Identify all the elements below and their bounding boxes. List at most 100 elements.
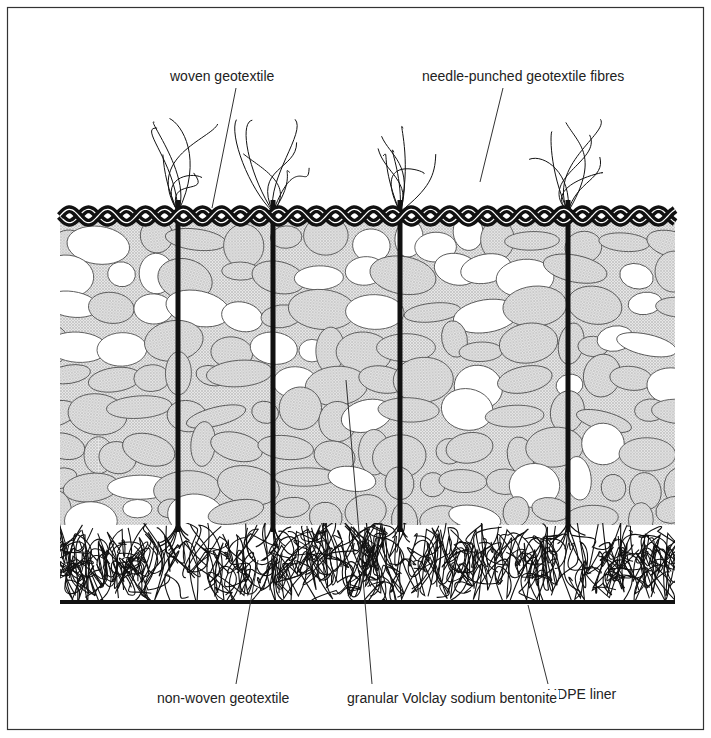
fibre-tuft — [272, 119, 297, 212]
bentonite-granule — [164, 225, 227, 253]
bentonite-granule — [206, 495, 266, 525]
bentonite-granule — [342, 491, 389, 525]
nonwoven-fibre — [86, 541, 117, 595]
bentonite-granule — [459, 341, 503, 362]
bentonite-granule — [444, 429, 495, 466]
needle-fibre — [398, 200, 403, 532]
part-label: granular Volclay sodium bentonite — [345, 690, 559, 707]
part-label: needle-punched geotextile fibres — [420, 68, 626, 85]
fibre-tuft — [152, 128, 178, 212]
nonwoven-fibre — [595, 542, 624, 593]
fibre-tuft — [392, 150, 400, 212]
bentonite-granule — [345, 294, 405, 331]
leader-lines — [212, 88, 548, 684]
fibre-root — [159, 522, 178, 546]
nonwoven-fibre — [144, 528, 176, 601]
bentonite-granule — [184, 400, 248, 433]
leader-line — [528, 605, 548, 684]
woven-band — [60, 209, 675, 222]
nonwoven-fibre — [267, 542, 310, 601]
fibre-tuft — [163, 155, 178, 212]
leader-line — [480, 88, 503, 182]
frame — [8, 8, 704, 730]
bentonite-granule — [326, 463, 377, 495]
leader-line — [212, 88, 236, 208]
fibre-root — [178, 522, 189, 541]
bentonite-granule — [651, 397, 675, 425]
fibre-root — [400, 522, 408, 537]
bentonite-granule — [495, 361, 554, 397]
woven-strand — [60, 209, 675, 222]
nonwoven-fibre — [609, 538, 633, 566]
bentonite-granule — [653, 493, 675, 525]
fibre-tuft — [563, 119, 601, 212]
bentonite-granule — [566, 505, 619, 525]
fibre-tuft — [235, 120, 273, 212]
bentonite-granule — [565, 282, 625, 329]
bentonite-granule — [106, 394, 173, 421]
fibre-tuft — [243, 154, 280, 212]
fibre-root — [383, 522, 400, 538]
fibre-root — [400, 522, 410, 542]
bentonite-granule — [208, 427, 266, 467]
needle-fibre — [176, 200, 181, 532]
fibre-tuft — [382, 136, 405, 212]
nonwoven-fibre — [414, 536, 472, 586]
bentonite-granule — [249, 398, 281, 426]
woven-strand-highlight — [60, 209, 675, 222]
bentonite-granule — [133, 364, 170, 392]
fibre-root — [160, 522, 178, 552]
hdpe-liner — [60, 600, 675, 604]
bentonite-granule — [598, 231, 650, 253]
bentonite-granule — [619, 437, 675, 471]
nonwoven-fibre — [317, 523, 354, 599]
bentonite-granule — [504, 231, 559, 251]
bentonite-granule — [123, 499, 153, 518]
bentonite-granule — [367, 251, 439, 299]
nonwoven-fibre — [207, 523, 248, 600]
bentonite-granule — [205, 358, 273, 389]
bentonite-granule — [500, 494, 532, 525]
part-label: non-woven geotextile — [155, 690, 291, 707]
nonwoven-fibre — [602, 530, 632, 592]
bentonite-granule — [530, 495, 571, 524]
needle-fibres — [152, 119, 603, 553]
bentonite-granule — [447, 501, 503, 525]
bentonite-granule — [276, 384, 324, 432]
bentonite-granule — [273, 496, 311, 520]
nonwoven-fibre — [279, 526, 307, 596]
bentonite-granule — [307, 500, 345, 525]
bentonite-granule — [119, 428, 179, 472]
bentonite-granule — [106, 260, 137, 289]
bentonite-granule — [485, 404, 545, 428]
bentonite-granule — [497, 319, 561, 367]
bentonite-granule — [60, 429, 87, 463]
bentonite-granule — [615, 328, 675, 362]
bentonite-granule — [655, 296, 675, 319]
bentonite-granule — [541, 249, 610, 288]
nonwoven-fibre — [621, 548, 656, 601]
bentonite-granule — [628, 502, 654, 525]
bentonite-granule — [96, 332, 147, 367]
nonwoven-fibre — [523, 538, 566, 580]
fibre-root — [178, 522, 188, 535]
nonwoven-fibre — [60, 524, 69, 600]
bentonite-granule — [655, 251, 675, 292]
nonwoven-fibre — [465, 523, 488, 589]
fibre-root — [549, 522, 568, 540]
bentonite-granule — [598, 472, 628, 504]
nonwoven-fibre — [183, 525, 223, 596]
bentonite-granule — [257, 433, 315, 462]
bentonite-layer — [60, 222, 675, 525]
fibre-tuft — [168, 124, 218, 212]
bentonite-granule — [438, 385, 496, 434]
fibre-tuft — [400, 126, 405, 212]
leader-line — [236, 560, 258, 684]
nonwoven-layer — [60, 523, 675, 601]
needle-fibre — [566, 200, 571, 532]
fibre-tuft — [568, 157, 601, 212]
fibre-root — [568, 522, 585, 535]
bentonite-granule — [294, 265, 344, 290]
bentonite-granule — [218, 297, 266, 336]
